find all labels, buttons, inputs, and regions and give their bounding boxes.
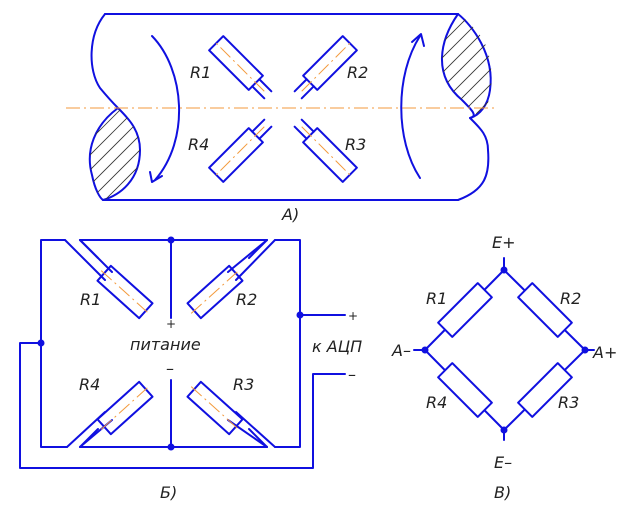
caption-a: А): [281, 205, 299, 224]
panel-b-wiring: R1 R2 R3 R4 + питание – + к АЦП – Б): [19, 236, 362, 502]
label-r1: R1: [80, 290, 101, 309]
supply-label: питание: [130, 335, 201, 354]
label-r3: R3: [233, 375, 254, 394]
supply-plus: +: [166, 317, 176, 331]
label-r3: R3: [558, 393, 579, 412]
label-r4: R4: [426, 393, 447, 412]
hatch-right: [441, 14, 492, 118]
caption-c: В): [494, 483, 511, 502]
label-r1: R1: [190, 63, 211, 82]
resistor-r1: [93, 262, 157, 322]
torque-arrow-left: [151, 35, 180, 181]
supply-minus: –: [166, 359, 174, 378]
resistor-r4: [205, 115, 276, 186]
label-r4: R4: [79, 375, 100, 394]
resistor-r1: [437, 282, 493, 338]
panel-a-shaft: R1 R2 R3 R4 А): [66, 13, 498, 224]
label-r4: R4: [188, 135, 209, 154]
label-e-plus: E+: [492, 233, 516, 252]
resistor-r2: [517, 282, 573, 338]
label-r1: R1: [426, 289, 447, 308]
label-e-minus: E–: [494, 453, 512, 472]
caption-b: Б): [160, 483, 177, 502]
panel-c-bridge: R1 R2 R3 R4 E+ E– A– A+ В): [391, 233, 617, 502]
label-r2: R2: [347, 63, 368, 82]
label-r2: R2: [236, 290, 257, 309]
label-r2: R2: [560, 289, 581, 308]
resistor-r1: [205, 32, 276, 103]
label-a-plus: A+: [592, 343, 617, 362]
label-a-minus: A–: [391, 341, 411, 360]
label-r3: R3: [345, 135, 366, 154]
resistor-r4: [437, 362, 493, 418]
torque-arrow-right: [400, 35, 421, 179]
resistor-r3: [517, 362, 573, 418]
output-label: к АЦП: [312, 337, 362, 356]
output-minus: –: [348, 365, 356, 384]
output-plus: +: [348, 309, 358, 323]
